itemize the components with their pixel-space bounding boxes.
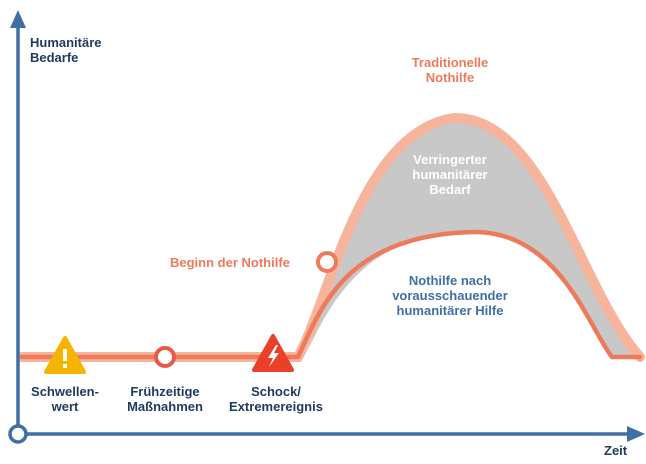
shock-label-line2: Extremereignis — [229, 399, 323, 414]
response-start-label: Beginn der Nothilfe — [170, 255, 290, 270]
traditional-response-label-line1: Traditionelle — [411, 55, 489, 70]
reduced-need-label: Verringerter humanitärer Bedarf — [380, 152, 520, 197]
lightning-icon — [252, 334, 294, 372]
shock-label: Schock/ Extremereignis — [220, 384, 332, 414]
reduced-need-label-line3: Bedarf — [429, 182, 471, 197]
response-start-marker — [316, 251, 338, 273]
anticipatory-response-label-line1: Nothilfe nach — [408, 273, 492, 288]
y-axis-label-line2: Bedarfe — [30, 50, 79, 65]
origin-marker — [8, 424, 28, 444]
y-axis-label: Humanitäre Bedarfe — [30, 35, 102, 65]
threshold-label: Schwellen- wert — [20, 384, 110, 414]
shock-label-line1: Schock/ — [251, 384, 301, 399]
threshold-label-line2: wert — [51, 399, 79, 414]
x-axis-arrowhead — [627, 426, 645, 442]
x-axis-label: Zeit — [604, 443, 628, 458]
warning-icon — [44, 336, 86, 374]
early-action-marker — [154, 346, 176, 368]
traditional-response-curve — [17, 112, 645, 362]
traditional-response-label-line2: Nothilfe — [425, 70, 475, 85]
reduced-need-label-line2: humanitärer — [412, 167, 488, 182]
reduced-need-area — [306, 118, 640, 357]
early-action-label-line2: Maßnahmen — [127, 399, 203, 414]
anticipatory-response-label-line3: humanitärer Hilfe — [396, 303, 504, 318]
y-axis-label-line1: Humanitäre — [30, 35, 102, 50]
threshold-label-line1: Schwellen- — [31, 384, 99, 399]
anticipatory-response-label-line2: vorausschauender — [392, 288, 508, 303]
traditional-response-label: Traditionelle Nothilfe — [380, 55, 520, 85]
anticipatory-response-curve — [19, 229, 643, 360]
reduced-need-label-line1: Verringerter — [413, 152, 487, 167]
y-axis-arrowhead — [10, 10, 26, 28]
anticipatory-response-label: Nothilfe nach vorausschauender humanitär… — [370, 273, 530, 318]
early-action-label: Frühzeitige Maßnahmen — [115, 384, 215, 414]
early-action-label-line1: Frühzeitige — [130, 384, 200, 399]
